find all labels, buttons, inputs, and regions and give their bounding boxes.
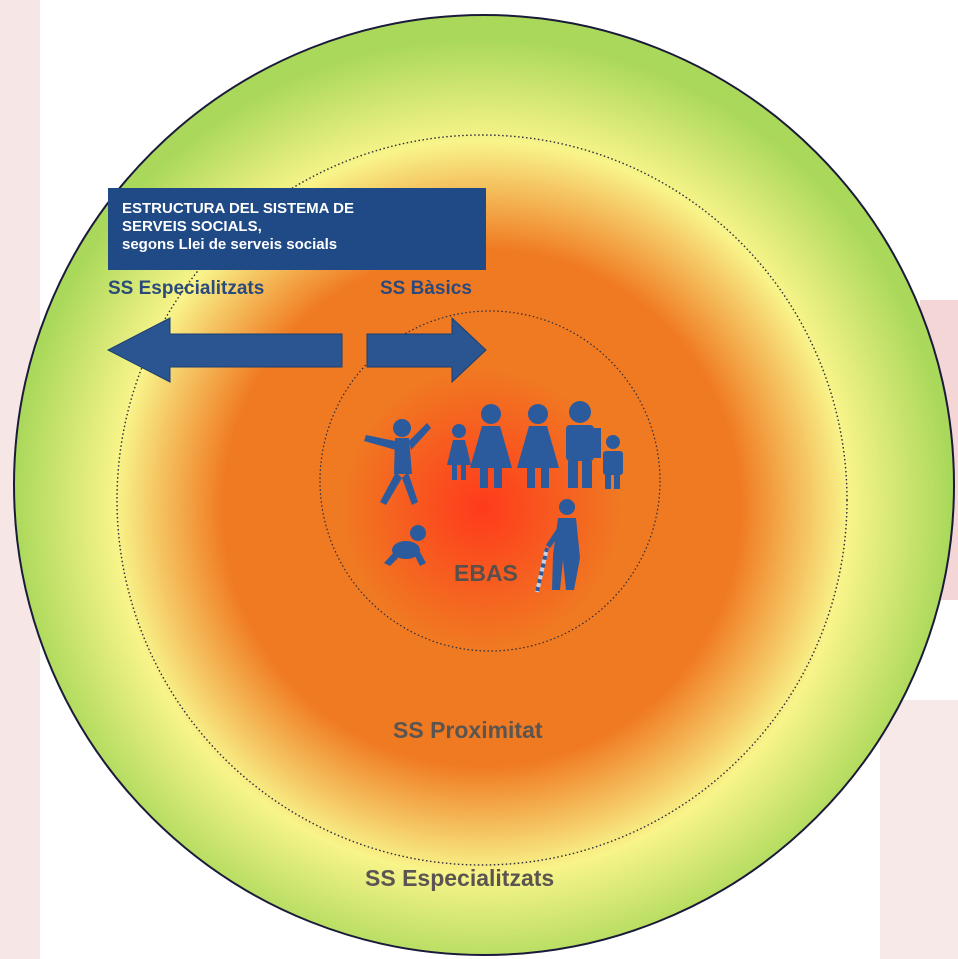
title-box: ESTRUCTURA DEL SISTEMA DE SERVEIS SOCIAL…	[108, 188, 486, 270]
girl-icon	[447, 424, 471, 480]
woman-icon	[517, 404, 559, 488]
label-ss-proximitat: SS Proximitat	[393, 717, 543, 743]
label-ss-especialitzats-outer: SS Especialitzats	[365, 865, 555, 891]
baby-crawling-icon	[384, 525, 426, 566]
man-icon	[566, 401, 601, 488]
label-ss-especialitzats-arrow: SS Especialitzats	[108, 278, 265, 299]
title-line-3: segons Llei de serveis socials	[122, 236, 338, 253]
elderly-person-with-cane-icon	[535, 499, 580, 593]
arrow-right-icon	[366, 316, 487, 384]
arrow-left-icon	[106, 317, 343, 383]
title-line-1: ESTRUCTURA DEL SISTEMA DE	[122, 200, 354, 217]
person-jumping-icon	[364, 419, 431, 505]
label-ss-basics-arrow: SS Bàsics	[380, 278, 472, 299]
middle-dotted-ring	[116, 134, 848, 866]
inner-dotted-ring	[319, 310, 661, 652]
boy-icon	[603, 435, 623, 489]
woman-icon	[470, 404, 512, 488]
label-ebas: EBAS	[454, 560, 518, 586]
title-line-2: SERVEIS SOCIALS,	[122, 218, 262, 235]
